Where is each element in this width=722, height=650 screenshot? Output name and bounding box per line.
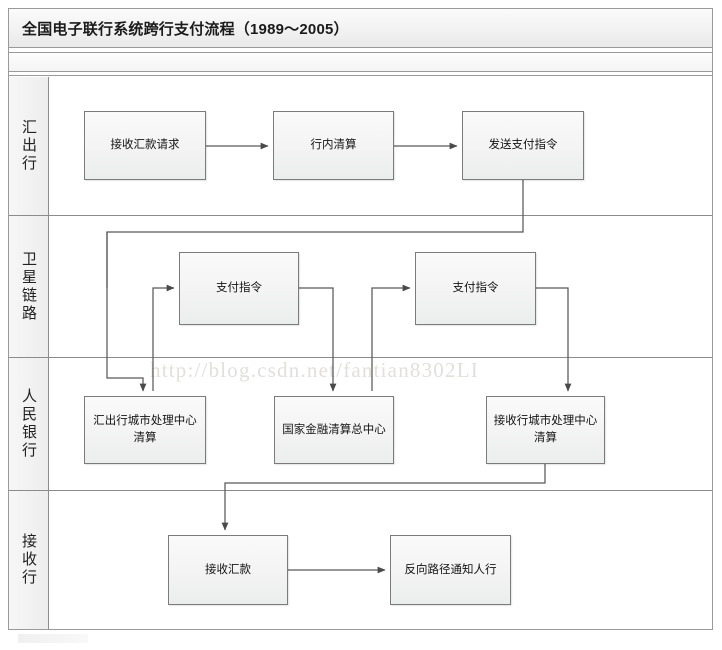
lane-header-remitting-bank: 汇出行 xyxy=(9,77,49,215)
swimlane-satellite-link: 卫星链路 xyxy=(9,216,712,358)
diagram-title-bar: 全国电子联行系统跨行支付流程（1989～2005） xyxy=(8,8,713,48)
footer-decoration xyxy=(18,634,88,643)
node-receive-remittance[interactable]: 接收汇款 xyxy=(168,535,288,605)
node-payment-instruction-1[interactable]: 支付指令 xyxy=(179,252,299,325)
node-reverse-path-notify-pboc[interactable]: 反向路径通知人行 xyxy=(390,535,511,605)
node-receive-remittance-request[interactable]: 接收汇款请求 xyxy=(84,111,206,180)
node-payment-instruction-2[interactable]: 支付指令 xyxy=(415,252,536,325)
node-send-payment-instruction[interactable]: 发送支付指令 xyxy=(462,111,584,180)
node-receiving-city-center-settlement[interactable]: 接收行城市处理中心清算 xyxy=(486,396,605,464)
node-national-clearing-center[interactable]: 国家金融清算总中心 xyxy=(274,396,394,464)
lane-label-satellite-link: 卫星链路 xyxy=(20,250,37,323)
title-subband xyxy=(8,52,713,72)
node-intrabank-settlement[interactable]: 行内清算 xyxy=(273,111,394,180)
lane-header-peoples-bank: 人民银行 xyxy=(9,358,49,490)
lane-header-satellite-link: 卫星链路 xyxy=(9,216,49,357)
node-remitting-city-center-settlement[interactable]: 汇出行城市处理中心清算 xyxy=(84,396,206,464)
swimlane-receiving-bank: 接收行 xyxy=(9,491,712,629)
lane-label-remitting-bank: 汇出行 xyxy=(20,119,37,173)
lane-label-peoples-bank: 人民银行 xyxy=(20,388,37,460)
lane-header-receiving-bank: 接收行 xyxy=(9,491,49,629)
lane-label-receiving-bank: 接收行 xyxy=(20,533,37,587)
page-title: 全国电子联行系统跨行支付流程（1989～2005） xyxy=(22,20,349,38)
